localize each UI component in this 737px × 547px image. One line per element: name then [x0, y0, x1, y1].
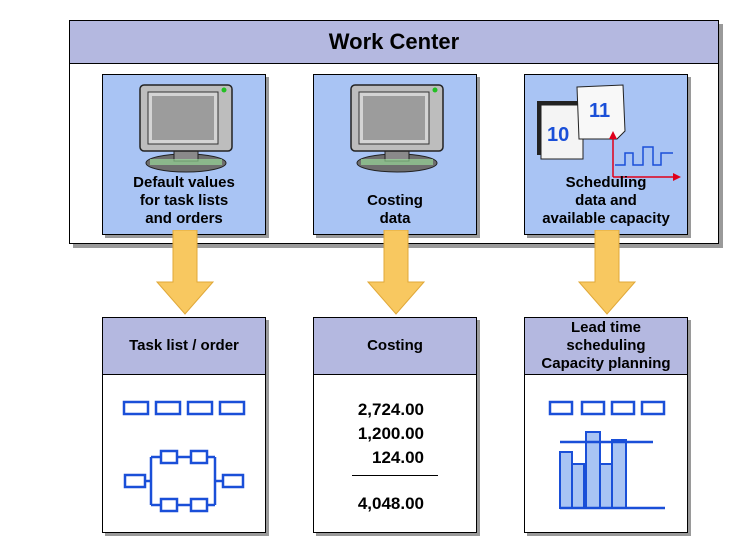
- source-label-default-values: Default values for task lists and orders: [133, 174, 235, 227]
- down-arrow-icon: [366, 230, 426, 315]
- computer-monitor-icon: [139, 84, 233, 173]
- target-title-task-list: Task list / order: [103, 318, 265, 375]
- computer-monitor-icon: [350, 84, 444, 173]
- source-tile-scheduling: 10 11 Scheduling data and available capa…: [524, 74, 688, 235]
- source-tile-default-values: Default values for task lists and orders: [102, 74, 266, 235]
- target-title-capacity-planning: Lead time scheduling Capacity planning: [525, 318, 687, 375]
- cost-value: 124.00: [372, 448, 424, 467]
- target-box-costing: Costing 2,724.00 1,200.00 124.00 4,048.0…: [313, 317, 477, 533]
- source-label-costing-data: Costing data: [367, 192, 423, 227]
- target-title-costing: Costing: [314, 318, 476, 375]
- cost-value: 1,200.00: [357, 424, 424, 443]
- task-sequence-diagram: [122, 400, 246, 513]
- cost-total: 4,048.00: [357, 494, 424, 513]
- calendar-icon: 10 11: [537, 84, 681, 181]
- cost-value: 2,724.00: [357, 400, 424, 419]
- source-tile-costing-data: Costing data: [313, 74, 477, 235]
- calendar-page-11: 11: [589, 100, 610, 122]
- work-center-title: Work Center: [328, 29, 460, 54]
- source-label-scheduling: Scheduling data and available capacity: [542, 174, 670, 227]
- down-arrow-icon: [577, 230, 637, 315]
- work-center-header: Work Center: [69, 20, 719, 64]
- down-arrow-icon: [155, 230, 215, 315]
- capacity-chart: [548, 400, 666, 510]
- sum-divider: [352, 475, 438, 476]
- calendar-page-10: 10: [547, 124, 569, 146]
- target-box-capacity-planning: Lead time scheduling Capacity planning: [524, 317, 688, 533]
- target-box-task-list: Task list / order: [102, 317, 266, 533]
